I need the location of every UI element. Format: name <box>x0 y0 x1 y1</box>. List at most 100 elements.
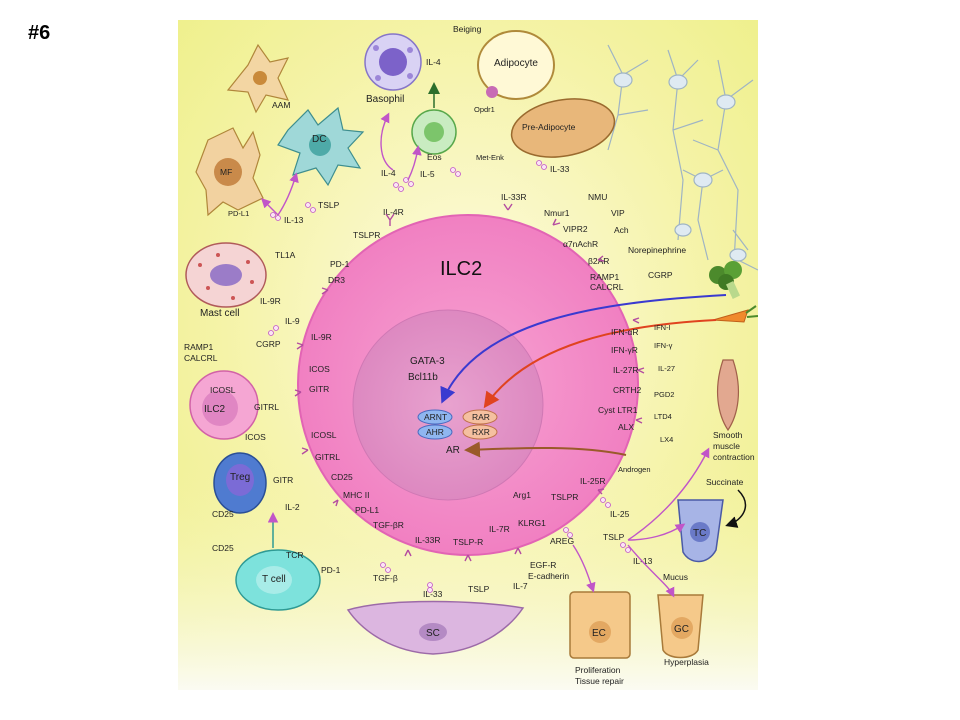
tcr-label: TCR <box>286 550 303 560</box>
bcl11b-label: Bcl11b <box>408 372 438 383</box>
klrg1-label: KLRG1 <box>518 518 546 528</box>
tslp-bottom-label: TSLP <box>468 584 490 594</box>
smooth-label: Smooth <box>713 430 743 440</box>
sc-label: SC <box>426 628 440 639</box>
vip-label: VIP <box>611 208 625 218</box>
il2-label: IL-2 <box>285 502 300 512</box>
tslpr-right-label: TSLPR <box>551 492 578 502</box>
eosinophil-cell <box>411 109 457 155</box>
succinate-label: Succinate <box>706 477 744 487</box>
mast-cell <box>185 242 267 308</box>
il7-label: IL-7 <box>513 581 528 591</box>
il25-label: IL-25 <box>610 509 630 519</box>
ligand-dots <box>268 160 631 593</box>
gitr-treg-label: GITR <box>273 475 293 485</box>
calcrl-label: CALCRL <box>590 282 624 292</box>
rxr-oval <box>462 424 498 440</box>
arnt-oval <box>417 409 453 425</box>
cystltr1-label: Cyst LTR1 <box>598 405 638 415</box>
ifngr-label: IFN-γR <box>611 345 638 355</box>
cd25-treg-label: CD25 <box>212 509 234 519</box>
norepinephrine-label: Norepinephrine <box>628 245 686 255</box>
adipocyte-cell: Adipocyte <box>477 30 555 100</box>
slide-number: #6 <box>28 22 51 44</box>
il9r-mast-label: IL-9R <box>260 296 281 306</box>
rar-label: RAR <box>472 412 490 422</box>
arnt-label: ARNT <box>424 412 447 422</box>
icosl-label: ICOSL <box>311 430 337 440</box>
ifni-label: IFN-I <box>654 323 671 332</box>
ilc2-diagram: Beiging Adipocyte Opdr1 Pre-Adipocyte Ba… <box>178 20 758 690</box>
ahr-label: AHR <box>426 427 444 437</box>
androgen-to-ar-arrow <box>464 441 627 458</box>
dc-cell <box>277 106 365 187</box>
vipr2-label: VIPR2 <box>563 224 588 234</box>
t-cell <box>235 549 321 611</box>
icos-label: ICOS <box>309 364 330 374</box>
pgd2-label: PGD2 <box>654 390 674 399</box>
crth2-label: CRTH2 <box>613 385 641 395</box>
cgrp-left-label: CGRP <box>256 339 281 349</box>
dc-label: DC <box>312 134 326 145</box>
eos-label: Eos <box>427 152 442 162</box>
aam-label: AAM <box>272 100 290 110</box>
broccoli-to-ahr-arrow <box>440 294 727 404</box>
ligands: IL-4 IL-5 IL-33 NMU VIP Ach Norepinephri… <box>256 164 686 599</box>
cd25-tcell-label: CD25 <box>212 543 234 553</box>
il33r-top-label: IL-33R <box>501 192 527 202</box>
tgfbr-label: TGF-βR <box>373 520 404 530</box>
gc-label: GC <box>674 624 689 635</box>
preadipocyte-cell: Pre-Adipocyte <box>510 98 616 158</box>
tc-cell <box>677 499 724 563</box>
alx-label: ALX <box>618 422 634 432</box>
ilc2-small-label: ILC2 <box>204 404 226 415</box>
b2ar-label: β2AR <box>588 256 609 266</box>
tcell-label: T cell <box>262 574 286 585</box>
lx4-label: LX4 <box>660 435 673 444</box>
il9-label: IL-9 <box>285 316 300 326</box>
mf-label: MF <box>220 167 232 177</box>
il33-bottom-label: IL-33 <box>423 589 443 599</box>
aam-cell <box>226 43 290 114</box>
egfr-label: EGF-R <box>530 560 556 570</box>
met-enk-label: Met-Enk <box>476 153 504 162</box>
basophil-cell <box>364 33 422 91</box>
rar-oval <box>462 409 498 425</box>
ec-cell <box>569 591 631 659</box>
il4-top-label: IL-4 <box>426 57 441 67</box>
tc-label: TC <box>693 528 706 539</box>
pd1-tcell-label: PD-1 <box>321 565 341 575</box>
receptor-ticks <box>294 203 645 562</box>
carrot-to-rar-arrow <box>483 319 717 409</box>
areg-label: AREG <box>550 536 574 546</box>
basophil-label: Basophil <box>366 94 404 105</box>
icos-treg-label: ICOS <box>245 432 266 442</box>
il25r-label: IL-25R <box>580 476 606 486</box>
rxr-label: RXR <box>472 427 490 437</box>
ilc2-nucleus <box>352 309 544 501</box>
gc-cell <box>657 594 704 659</box>
nmur1-label: Nmur1 <box>544 208 570 218</box>
il27r-label: IL-27R <box>613 365 639 375</box>
gata3-label: GATA-3 <box>410 356 445 367</box>
tslp-right-label: TSLP <box>603 532 625 542</box>
il4-label: IL-4 <box>381 168 396 178</box>
ifnar-label: IFN-αR <box>611 327 639 337</box>
succinate-arrow <box>725 489 747 528</box>
pd-l1-mf-label: PD-L1 <box>228 209 249 218</box>
ahr-oval <box>417 424 453 440</box>
ilc2-title: ILC2 <box>440 258 482 280</box>
effect-arrows <box>261 112 710 598</box>
tslp-top-left-label: TSLP <box>318 200 340 210</box>
ltd4-label: LTD4 <box>654 412 672 421</box>
il7r-label: IL-7R <box>489 524 510 534</box>
tissue-repair-label: Tissue repair <box>575 676 624 686</box>
gitrl-label: GITRL <box>315 452 340 462</box>
proliferation-label: Proliferation <box>575 665 621 675</box>
il4r-label: IL-4R <box>383 207 404 217</box>
smooth-muscle-shape <box>717 359 739 432</box>
opdr1-label: Opdr1 <box>474 105 495 114</box>
il13-top-left-label: IL-13 <box>284 215 304 225</box>
pdl1-label: PD-L1 <box>355 505 379 515</box>
calcrl-small-label: CALCRL <box>184 353 218 363</box>
